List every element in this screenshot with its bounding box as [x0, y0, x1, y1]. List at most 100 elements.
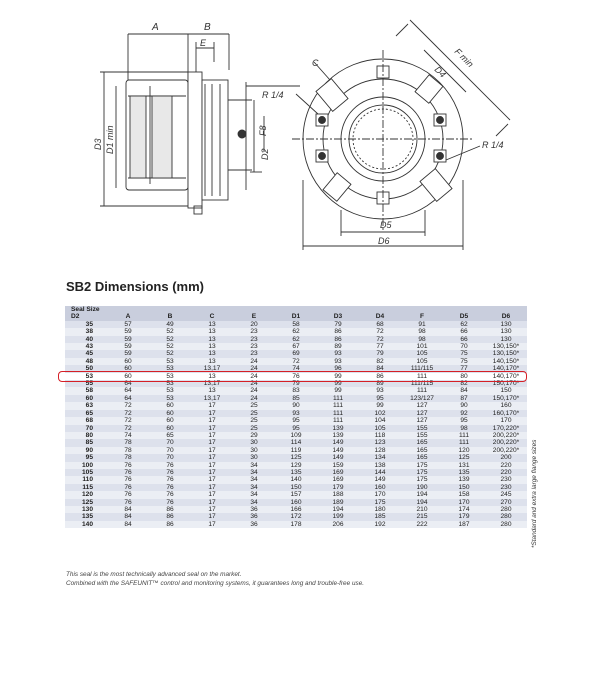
table-cell: 180 [374, 505, 386, 513]
table-cell: 105 [416, 350, 428, 358]
table-cell: 95 [292, 424, 300, 432]
table-cell: 139 [332, 431, 344, 439]
table-cell: 25 [250, 409, 258, 417]
table-group-header: Seal Size [71, 306, 100, 313]
column-header: B [167, 313, 173, 321]
table-cell: 111 [458, 431, 470, 439]
seal-size-cell: 48 [85, 357, 93, 365]
seal-size-cell: 115 [82, 483, 93, 491]
table-cell: 199 [332, 513, 344, 521]
table-cell: 105 [374, 424, 386, 432]
table-cell: 86 [166, 513, 174, 521]
table-cell: 23 [250, 335, 258, 343]
table-cell: 89 [376, 380, 384, 388]
table-cell: 13 [208, 320, 216, 328]
table-cell: 99 [334, 387, 342, 395]
table-cell: 179 [332, 483, 344, 491]
dim-label-d1-min: D1 min [105, 125, 115, 154]
table-cell: 93 [376, 387, 384, 395]
table-cell: 36 [250, 520, 258, 528]
table-cell: 30 [250, 439, 258, 447]
table-cell: 13 [208, 357, 216, 365]
table-cell: 72 [124, 402, 132, 410]
table-cell: 220 [500, 461, 512, 469]
table-cell: 130 [500, 320, 512, 328]
seal-size-cell: 130 [81, 505, 93, 513]
table-cell: 78 [124, 446, 132, 454]
table-cell: 70 [460, 343, 468, 351]
table-cell: 17 [208, 468, 216, 476]
column-header: D3 [333, 313, 343, 321]
table-cell: 86 [334, 328, 342, 336]
table-cell: 64 [124, 380, 132, 388]
table-cell: 84 [460, 387, 468, 395]
table-cell: 84 [124, 505, 132, 513]
table-cell: 130 [500, 335, 512, 343]
table-cell: 52 [166, 350, 174, 358]
table-cell: 130,150* [492, 350, 520, 358]
table-cell: 82 [376, 357, 384, 365]
table-cell: 53 [149, 372, 191, 381]
table-cell: 179 [458, 513, 470, 521]
table-cell: 185 [374, 513, 386, 521]
table-cell: 86 [334, 335, 342, 343]
table-cell: 125 [290, 454, 302, 462]
table-cell: 17 [208, 439, 216, 447]
table-cell: 72 [124, 424, 132, 432]
seal-size-cell: 90 [85, 446, 93, 454]
seal-size-cell: 38 [85, 328, 93, 336]
table-cell: 84 [124, 513, 132, 521]
column-header: E [251, 313, 257, 321]
table-cell: 24 [250, 357, 258, 365]
table-cell: 53 [166, 394, 174, 402]
table-cell: 92 [460, 409, 468, 417]
seal-size-cell: 68 [85, 417, 93, 425]
table-cell: 118 [374, 431, 386, 439]
table-cell: 165 [416, 446, 428, 454]
table-cell: 169 [332, 468, 344, 476]
table-cell: 24 [233, 372, 275, 381]
seal-size-cell: 140 [81, 520, 93, 528]
dim-label-d4: D4 [433, 64, 448, 79]
table-cell: 58 [292, 320, 300, 328]
table-cell: 280 [500, 505, 512, 513]
table-cell: 174 [458, 505, 470, 513]
seal-size-cell: 53 [65, 372, 107, 381]
table-cell: 69 [292, 350, 300, 358]
seal-size-cell: 125 [81, 498, 93, 506]
table-cell: 84 [376, 365, 384, 373]
table-cell: 17 [208, 417, 216, 425]
seal-size-cell: 43 [85, 343, 93, 351]
table-cell: 62 [460, 320, 468, 328]
seal-size-cell: 60 [85, 394, 93, 402]
table-cell: 192 [374, 520, 386, 528]
table-cell: 170 [458, 498, 470, 506]
table-cell: 13 [191, 372, 233, 381]
table-cell: 34 [250, 498, 258, 506]
table-cell: 34 [250, 461, 258, 469]
table-cell: 175 [416, 476, 428, 484]
table-cell: 13,17 [203, 380, 221, 388]
section-title: SB2 Dimensions (mm) [66, 279, 204, 294]
table-cell: 76 [124, 468, 132, 476]
table-cell: 60 [107, 372, 149, 381]
table-cell: 230 [500, 483, 512, 491]
table-cell: 123 [374, 439, 386, 447]
table-cell: 158 [458, 491, 470, 499]
table-cell: 270 [500, 498, 512, 506]
table-cell: 123/127 [410, 394, 434, 402]
table-cell: 70 [166, 454, 174, 462]
footnote-1: This seal is the most technically advanc… [66, 571, 242, 578]
